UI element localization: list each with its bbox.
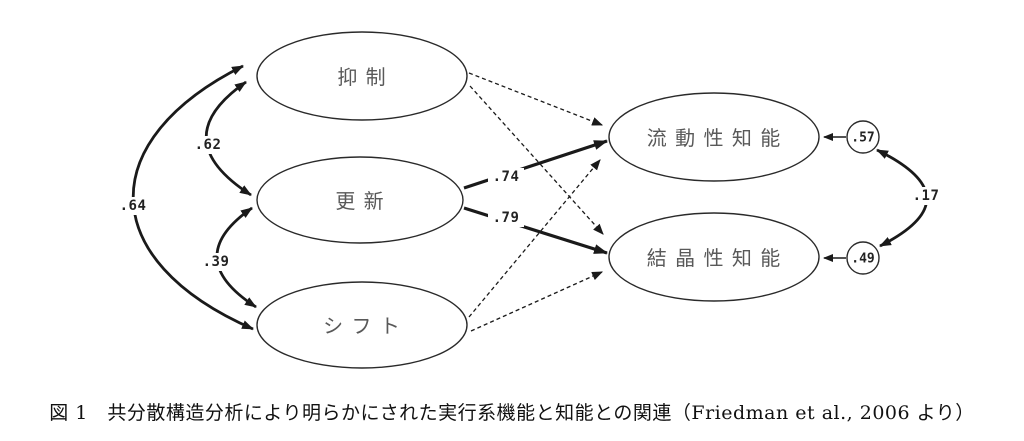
fluid-residual-circle	[846, 120, 880, 154]
shifting-node	[256, 281, 468, 369]
path-inhibition-to-fluid	[468, 72, 604, 126]
path-shifting-to-fluid	[468, 159, 601, 318]
inhibition-node	[256, 31, 468, 121]
corr-label-residuals: .17	[913, 188, 940, 204]
corr-label-updating-shifting: .39	[203, 254, 230, 270]
shifting-label: シ フ ト	[323, 314, 401, 338]
sem-path-diagram: .62 .64 .39 .74 .79 .17 .57 .49 抑 制 更 新 …	[115, 31, 944, 369]
crystallized-intelligence-label: 結 晶 性 知 能	[647, 246, 781, 270]
fluid-intelligence-node	[608, 92, 820, 182]
label-backing	[488, 168, 524, 186]
residual-value-crystallized: .49	[851, 252, 874, 267]
updating-label: 更 新	[335, 189, 384, 213]
residual-value-fluid: .57	[851, 131, 874, 146]
crystallized-residual-circle	[846, 241, 880, 275]
label-backing	[908, 187, 944, 205]
corr-label-inhibition-updating: .62	[195, 137, 222, 153]
path-label-updating-fluid: .74	[493, 169, 520, 185]
inhibition-label: 抑 制	[337, 65, 386, 89]
fluid-intelligence-label: 流 動 性 知 能	[647, 126, 781, 150]
updating-node	[256, 156, 464, 244]
path-updating-to-crystallized	[463, 206, 608, 255]
label-backing	[115, 197, 151, 215]
path-shifting-to-crystallized	[470, 271, 604, 332]
label-backing	[190, 136, 226, 154]
label-backing	[198, 253, 234, 271]
path-updating-to-fluid	[463, 139, 608, 190]
path-label-updating-crystallized: .79	[493, 210, 520, 226]
crystallized-intelligence-node	[608, 212, 820, 302]
label-backing	[488, 209, 524, 227]
corr-label-inhibition-shifting: .64	[120, 198, 147, 214]
figure-caption: 図 1 共分散構造分析により明らかにされた実行系機能と知能との関連（Friedm…	[49, 402, 975, 424]
path-inhibition-to-crystallized	[469, 85, 604, 235]
